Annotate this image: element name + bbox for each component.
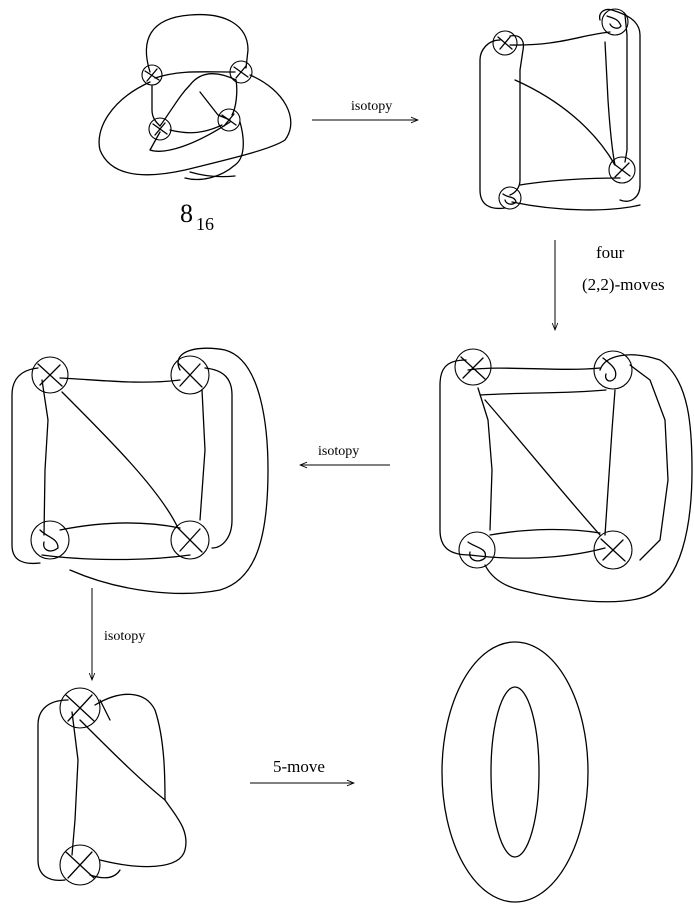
arrow-isotopy-3-label: isotopy — [104, 629, 145, 644]
knot-name-label: 8 — [180, 199, 193, 228]
knot-diagram-4 — [12, 348, 268, 593]
unknot-diagram — [442, 642, 588, 902]
arrow-5-move-label: 5-move — [273, 757, 325, 776]
knot-subscript-label: 16 — [196, 214, 214, 234]
arrow-isotopy-2-label: isotopy — [318, 444, 359, 459]
arrow-isotopy-1-label: isotopy — [351, 99, 392, 114]
knot-diagram-2 — [480, 9, 640, 210]
arrow-four-moves-label-2: (2,2)-moves — [582, 275, 665, 294]
knot-8-16-diagram — [99, 15, 291, 180]
knot-diagram-5 — [38, 688, 186, 885]
knot-diagram-3 — [440, 349, 692, 602]
arrow-four-moves-label-1: four — [596, 243, 625, 262]
